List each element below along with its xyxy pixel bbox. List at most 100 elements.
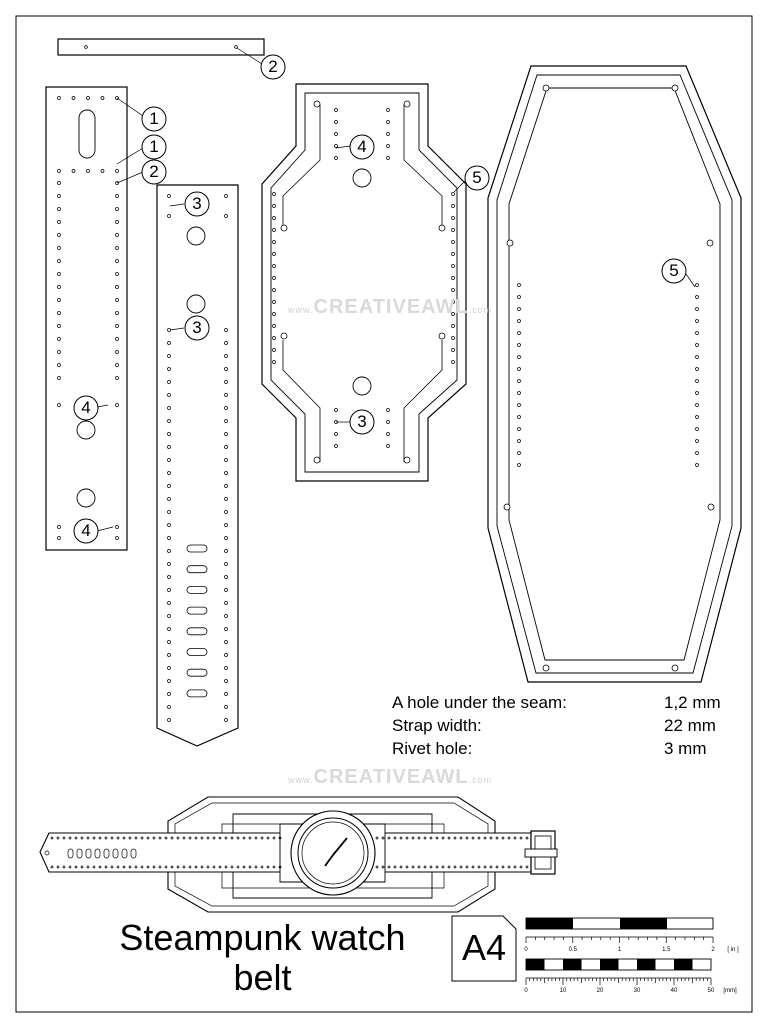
stitch-hole	[441, 836, 445, 840]
stitch-hole	[56, 865, 60, 869]
stitch-hole	[272, 192, 276, 196]
callout-label: 4	[81, 521, 91, 540]
stitch-hole	[224, 354, 228, 358]
stitch-hole	[272, 348, 276, 352]
scale-bar-mm	[525, 958, 712, 985]
stitch-hole	[451, 228, 455, 232]
scale-tick-label: 10	[559, 988, 567, 994]
stitch-hole	[57, 376, 61, 380]
callout-1-a	[141, 106, 167, 132]
stitch-hole	[167, 575, 171, 579]
stitch-hole	[334, 144, 338, 148]
watermark-prefix: www.	[288, 775, 314, 785]
callout-label: 2	[149, 162, 159, 181]
stitch-hole	[513, 865, 517, 869]
stitch-hole	[167, 705, 171, 709]
watermark-brand: CREATIVEAWL	[313, 766, 469, 788]
stitch-hole	[116, 836, 120, 840]
stitch-hole	[57, 194, 61, 198]
strap-slot	[112, 848, 119, 859]
stitch-hole	[167, 692, 171, 696]
stitch-hole	[513, 836, 517, 840]
paper-size-label: A4	[461, 927, 507, 968]
stitch-hole	[57, 181, 61, 185]
stitch-hole	[167, 432, 171, 436]
stitch-hole	[517, 283, 521, 287]
stitch-hole	[115, 233, 119, 237]
stitch-hole	[435, 836, 439, 840]
stitch-hole	[80, 865, 84, 869]
stitch-hole	[695, 427, 699, 431]
stitch-hole	[224, 367, 228, 371]
stitch-hole	[224, 601, 228, 605]
spec-label: A hole under the seam:	[392, 693, 567, 712]
stitch-hole	[517, 295, 521, 299]
stitch-hole	[224, 575, 228, 579]
stitch-hole	[57, 337, 61, 341]
stitch-hole	[167, 666, 171, 670]
stitch-hole	[695, 439, 699, 443]
stitch-hole	[381, 836, 385, 840]
stitch-hole	[272, 204, 276, 208]
stitch-hole	[507, 836, 511, 840]
stitch-hole	[447, 865, 451, 869]
stitch-hole	[57, 285, 61, 289]
stitch-hole	[57, 96, 61, 100]
stitch-hole	[57, 536, 61, 540]
stitch-hole	[115, 285, 119, 289]
stitch-hole	[272, 336, 276, 340]
stitch-hole	[134, 836, 138, 840]
stitch-hole	[230, 836, 234, 840]
scale-block	[674, 959, 693, 970]
strap-slot	[67, 848, 74, 859]
stitch-hole	[167, 471, 171, 475]
stitch-hole	[167, 458, 171, 462]
stitch-hole	[254, 836, 258, 840]
stitch-hole	[167, 601, 171, 605]
spec-label: Rivet hole:	[392, 739, 473, 758]
stitch-hole	[393, 865, 397, 869]
stitch-hole	[92, 865, 96, 869]
stitch-hole	[134, 865, 138, 869]
stitch-hole	[399, 836, 403, 840]
watermark-logo: www.CREATIVEAWL.com	[288, 296, 492, 319]
stitch-hole	[115, 536, 119, 540]
stitch-hole	[224, 549, 228, 553]
strap-slot	[76, 848, 83, 859]
scale-tick-label: 1	[617, 947, 622, 953]
stitch-hole	[272, 836, 276, 840]
stitch-hole	[465, 865, 469, 869]
watermark-brand: CREATIVEAWL	[313, 296, 469, 318]
stitch-hole	[224, 393, 228, 397]
stitch-hole	[224, 865, 228, 869]
stitch-hole	[224, 194, 228, 198]
watermark-prefix: www.	[288, 305, 314, 315]
callout-label: 5	[669, 261, 679, 280]
stitch-hole	[236, 836, 240, 840]
piece-thin-strip	[57, 38, 265, 65]
callout-label: 3	[192, 194, 202, 213]
stitch-hole	[393, 836, 397, 840]
stitch-hole	[167, 406, 171, 410]
callout-4-left-b	[73, 518, 99, 544]
stitch-hole	[224, 588, 228, 592]
stitch-hole	[272, 288, 276, 292]
stitch-hole	[57, 272, 61, 276]
stitch-hole	[489, 836, 493, 840]
stitch-hole	[423, 865, 427, 869]
stitch-hole	[57, 207, 61, 211]
stitch-hole	[200, 836, 204, 840]
stitch-hole	[122, 865, 126, 869]
stitch-hole	[495, 836, 499, 840]
stitch-hole	[115, 194, 119, 198]
stitch-hole	[695, 451, 699, 455]
stitch-hole	[188, 836, 192, 840]
stitch-hole	[224, 614, 228, 618]
stitch-hole	[517, 343, 521, 347]
stitch-hole	[386, 132, 390, 136]
stitch-hole	[74, 865, 78, 869]
stitch-hole	[224, 653, 228, 657]
stitch-hole	[695, 367, 699, 371]
stitch-hole	[272, 360, 276, 364]
stitch-hole	[260, 836, 264, 840]
